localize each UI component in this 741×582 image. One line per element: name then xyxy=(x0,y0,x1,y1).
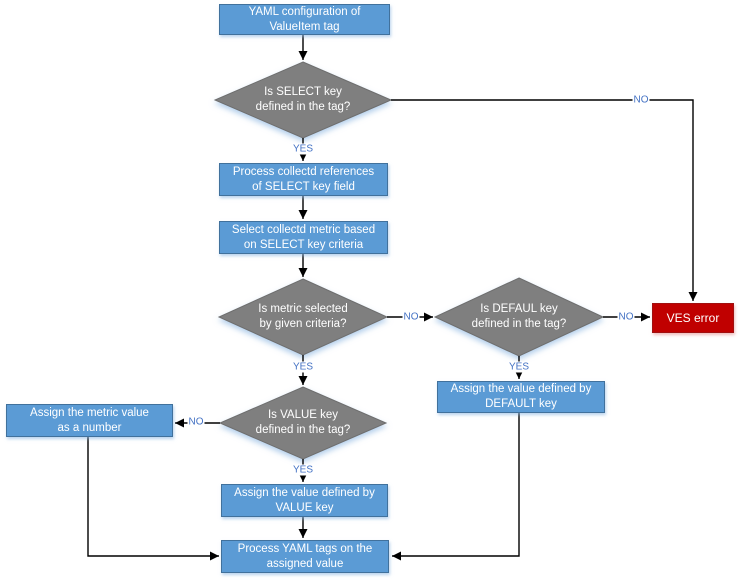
decision-value-key-label: Is VALUE key defined in the tag? xyxy=(255,409,351,436)
edge-label-metric-selected-yes: YES xyxy=(291,361,315,373)
edge-label-value-no: NO xyxy=(187,416,205,428)
decision-metric-selected-label: Is metric selected by given criteria? xyxy=(258,303,348,330)
node-process-yaml-tags: Process YAML tags on the assigned value xyxy=(221,540,389,573)
edge-label-metric-selected-no: NO xyxy=(402,311,420,323)
edge-label-select-yes: YES xyxy=(291,143,315,155)
decision-select-key-label: Is SELECT key defined in the tag? xyxy=(255,86,351,113)
node-assign-default: Assign the value defined by DEFAULT key xyxy=(437,381,605,413)
edge-label-select-no: NO xyxy=(632,94,650,106)
node-select-metric: Select collectd metric based on SELECT k… xyxy=(219,221,388,254)
edge-assign-number-to-process xyxy=(87,437,219,561)
edge-select-no xyxy=(391,99,698,301)
edge-assign-default-to-process xyxy=(392,413,520,561)
node-process-references: Process collectd references of SELECT ke… xyxy=(219,163,388,196)
edge-label-value-yes: YES xyxy=(291,464,315,476)
node-assign-metric-number: Assign the metric value as a number xyxy=(6,404,173,437)
node-assign-value: Assign the value defined by VALUE key xyxy=(221,484,388,517)
node-yaml-config: YAML configuration of ValueItem tag xyxy=(219,4,390,35)
edge-label-default-yes: YES xyxy=(507,361,531,373)
decision-default-key-label: Is DEFAUL key defined in the tag? xyxy=(471,303,567,330)
edge-label-default-no: NO xyxy=(617,311,635,323)
node-ves-error: VES error xyxy=(652,303,734,333)
